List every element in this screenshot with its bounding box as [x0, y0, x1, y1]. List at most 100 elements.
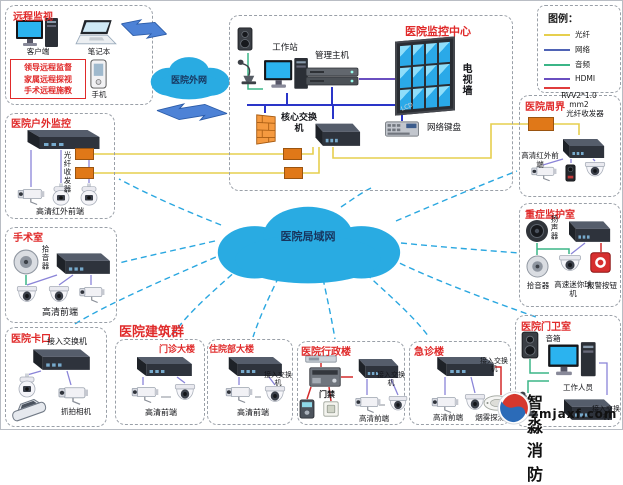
- box-camera-icon: [564, 163, 577, 183]
- access-label: 门禁: [319, 390, 335, 399]
- legend-item-audio: 音频: [544, 59, 614, 70]
- speaker-icon: [521, 331, 539, 359]
- card-reader-icon: [299, 399, 315, 419]
- phone-label: 手机: [91, 90, 107, 99]
- outdoor-title: 医院户外监控: [11, 119, 71, 130]
- gate-title: 医院门卫室: [521, 322, 571, 333]
- legend-item-rvv: [544, 87, 614, 89]
- emergency-switch-label: 接入交换机: [480, 357, 508, 374]
- center-title: 医院监控中心: [405, 25, 471, 38]
- fiber-transceiver-icon: [283, 148, 302, 160]
- speaker-icon: [237, 27, 253, 51]
- gate-speaker-label: 音箱: [545, 334, 561, 343]
- outdoor-frontend-label: 高清红外前端: [36, 207, 84, 216]
- remote-note-line2: 家属远程探视: [24, 74, 72, 84]
- network-keyboard-icon: [385, 121, 419, 137]
- region-outdoor: [5, 113, 115, 219]
- bullet-camera-icon: [73, 285, 107, 305]
- dome-camera-icon: [463, 393, 487, 415]
- ptz-dome-camera-icon: [15, 373, 39, 399]
- fiber-transceiver-icon: [75, 148, 94, 160]
- admin-frontend-label: 高清前端: [359, 414, 389, 423]
- network-line-swatch: [544, 48, 570, 51]
- keyboard-label: 网络键盘: [426, 123, 461, 133]
- staff-pc-icon: [547, 341, 599, 381]
- outpatient-switch-icon: [129, 353, 193, 377]
- lan-cloud-label: 医院局域网: [280, 230, 336, 243]
- alarm-button-icon: [590, 252, 611, 273]
- emergency-title: 急诊楼: [414, 347, 444, 358]
- icu-pickup-label: 拾音器: [526, 281, 550, 290]
- lightning-link-icon: [155, 96, 229, 128]
- access-controller-icon: [309, 367, 341, 387]
- capture-camera-label: 抓拍相机: [61, 407, 91, 416]
- mini-dome-camera-icon: [557, 254, 583, 276]
- lightning-link-icon: [118, 9, 170, 48]
- inpatient-title: 住院部大楼: [209, 345, 255, 355]
- region-monitoring-center: [229, 15, 513, 191]
- operating-title: 手术室: [13, 233, 43, 244]
- capture-camera-icon: [51, 385, 91, 407]
- client-label: 客户端: [26, 47, 50, 56]
- tv-wall-label: 电视墙: [460, 63, 471, 96]
- perimeter-transceiver-label: 光纤收发器: [566, 109, 604, 118]
- fiber-transceiver-icon: [284, 167, 303, 179]
- outpatient-title: 门诊大楼: [159, 345, 196, 355]
- inpatient-switch-label: 接入交换机: [264, 371, 292, 388]
- audio-pickup-icon: [526, 255, 549, 278]
- bullet-camera-icon: [349, 395, 383, 415]
- audio-pickup-icon: [13, 249, 39, 275]
- logo-swirl-icon: [497, 391, 531, 425]
- perimeter-switch-icon: [557, 135, 605, 159]
- region-remote-monitoring: [5, 5, 153, 105]
- checkpoint-title: 医院卡口: [11, 334, 51, 345]
- bullet-camera-icon: [425, 395, 461, 415]
- external-network-cloud: 医院外网: [145, 51, 233, 107]
- hdmi-line-swatch: [544, 77, 570, 80]
- laptop-icon: [75, 19, 119, 47]
- fiber-transceiver-icon: [528, 117, 554, 131]
- perimeter-frontend-label: 高清红外前端: [521, 151, 559, 169]
- bullet-camera-icon: [525, 165, 559, 183]
- region-checkpoint: [5, 327, 107, 427]
- dome-camera-icon: [47, 285, 71, 307]
- region-operating-room: [5, 227, 117, 323]
- perimeter-title: 医院周界: [525, 102, 565, 113]
- dome-camera-icon: [583, 161, 607, 181]
- checkpoint-switch-icon: [25, 345, 91, 371]
- region-admin: [297, 341, 405, 425]
- dome-camera-icon: [263, 385, 287, 407]
- microphone-icon: [237, 59, 257, 87]
- client-pc-icon: [15, 17, 61, 51]
- admin-title: 医院行政楼: [301, 347, 351, 358]
- core-switch-label: 核心交换机: [281, 113, 318, 134]
- workstation-label: 工作站: [272, 43, 298, 53]
- remote-note: 领导远程监督 家属远程探视 手术远程施教: [10, 59, 86, 99]
- remote-note-line3: 手术远程施教: [24, 86, 72, 96]
- gate-switch-label: 接入交换机: [592, 405, 620, 422]
- region-perimeter: [519, 95, 621, 197]
- lan-cloud: 医院局域网: [211, 199, 405, 284]
- region-emergency: [409, 341, 511, 425]
- admin-switch-label: 接入交换机: [377, 371, 405, 388]
- operating-frontend-label: 高清前端: [41, 308, 78, 318]
- fiber-line-swatch: [544, 33, 570, 36]
- rvv-line-swatch: [544, 87, 570, 89]
- emergency-frontend-label: 高清前端: [433, 413, 463, 422]
- legend-item-network: 网络: [544, 44, 614, 55]
- audio-line-swatch: [544, 63, 570, 66]
- legend-item-fiber: 光纤: [544, 29, 614, 40]
- icu-dome-label: 高速迷你球机: [554, 280, 592, 298]
- management-host-icon: [305, 67, 359, 87]
- operating-switch-icon: [49, 249, 111, 275]
- icu-speaker-label: 扬声器: [550, 215, 559, 241]
- emergency-switch-icon: [429, 353, 495, 377]
- icu-alarm-label: 报警按钮: [587, 281, 617, 290]
- legend-item-hdmi: HDMI: [544, 74, 614, 83]
- tv-wall-icon: LCD: [395, 36, 455, 116]
- dome-camera-icon: [173, 383, 197, 405]
- region-outpatient: [115, 339, 205, 425]
- dome-camera-icon: [387, 395, 409, 415]
